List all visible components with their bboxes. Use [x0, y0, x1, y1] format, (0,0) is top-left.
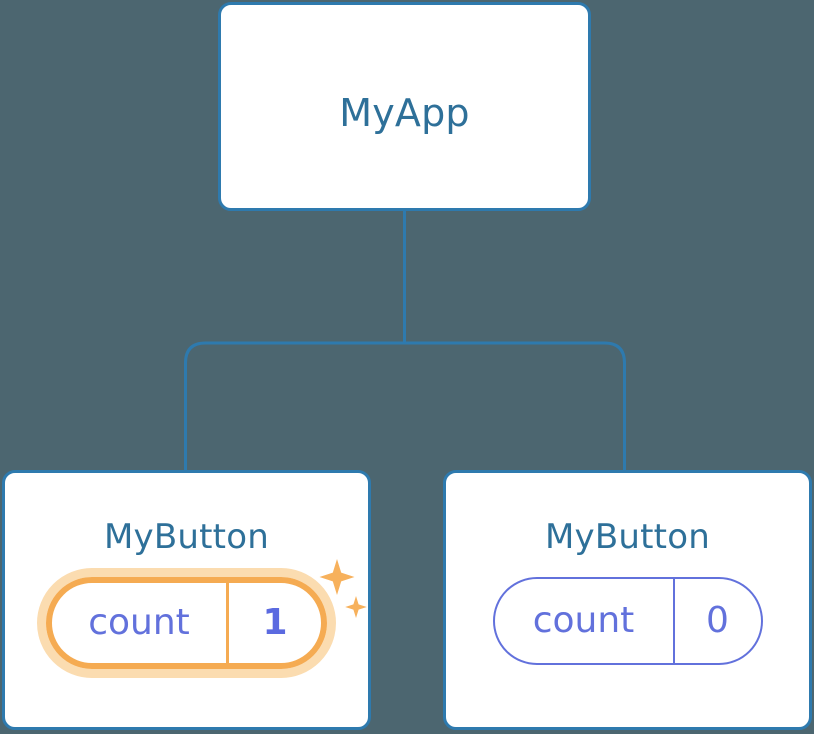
node-card-mybutton-1[interactable]: MyButton count 0 [443, 470, 812, 730]
state-pill-value-0: 1 [262, 602, 288, 643]
sparkle-small-icon [345, 596, 367, 618]
state-pill-holder-0: count 1 [37, 559, 367, 678]
connector-branches [184, 341, 626, 470]
state-pill-1[interactable]: count 0 [492, 577, 763, 665]
state-pill-holder-1: count 0 [492, 577, 763, 665]
state-pill-wrap-1: count 0 [446, 577, 809, 665]
node-card-myapp[interactable]: MyApp [218, 2, 591, 211]
state-pill-value-1: 0 [706, 600, 729, 641]
state-pill-glow-0 [37, 568, 336, 678]
state-pill-key-1: count [495, 579, 675, 663]
state-pill-0[interactable]: count 1 [46, 577, 327, 669]
state-pill-wrap-0: count 1 [5, 559, 368, 678]
node-title-child-1: MyButton [545, 517, 710, 557]
node-title-child-0: MyButton [104, 517, 269, 557]
state-pill-key-0: count [52, 583, 229, 663]
node-title-root: MyApp [339, 91, 470, 135]
node-card-mybutton-0[interactable]: MyButton count 1 [2, 470, 371, 730]
